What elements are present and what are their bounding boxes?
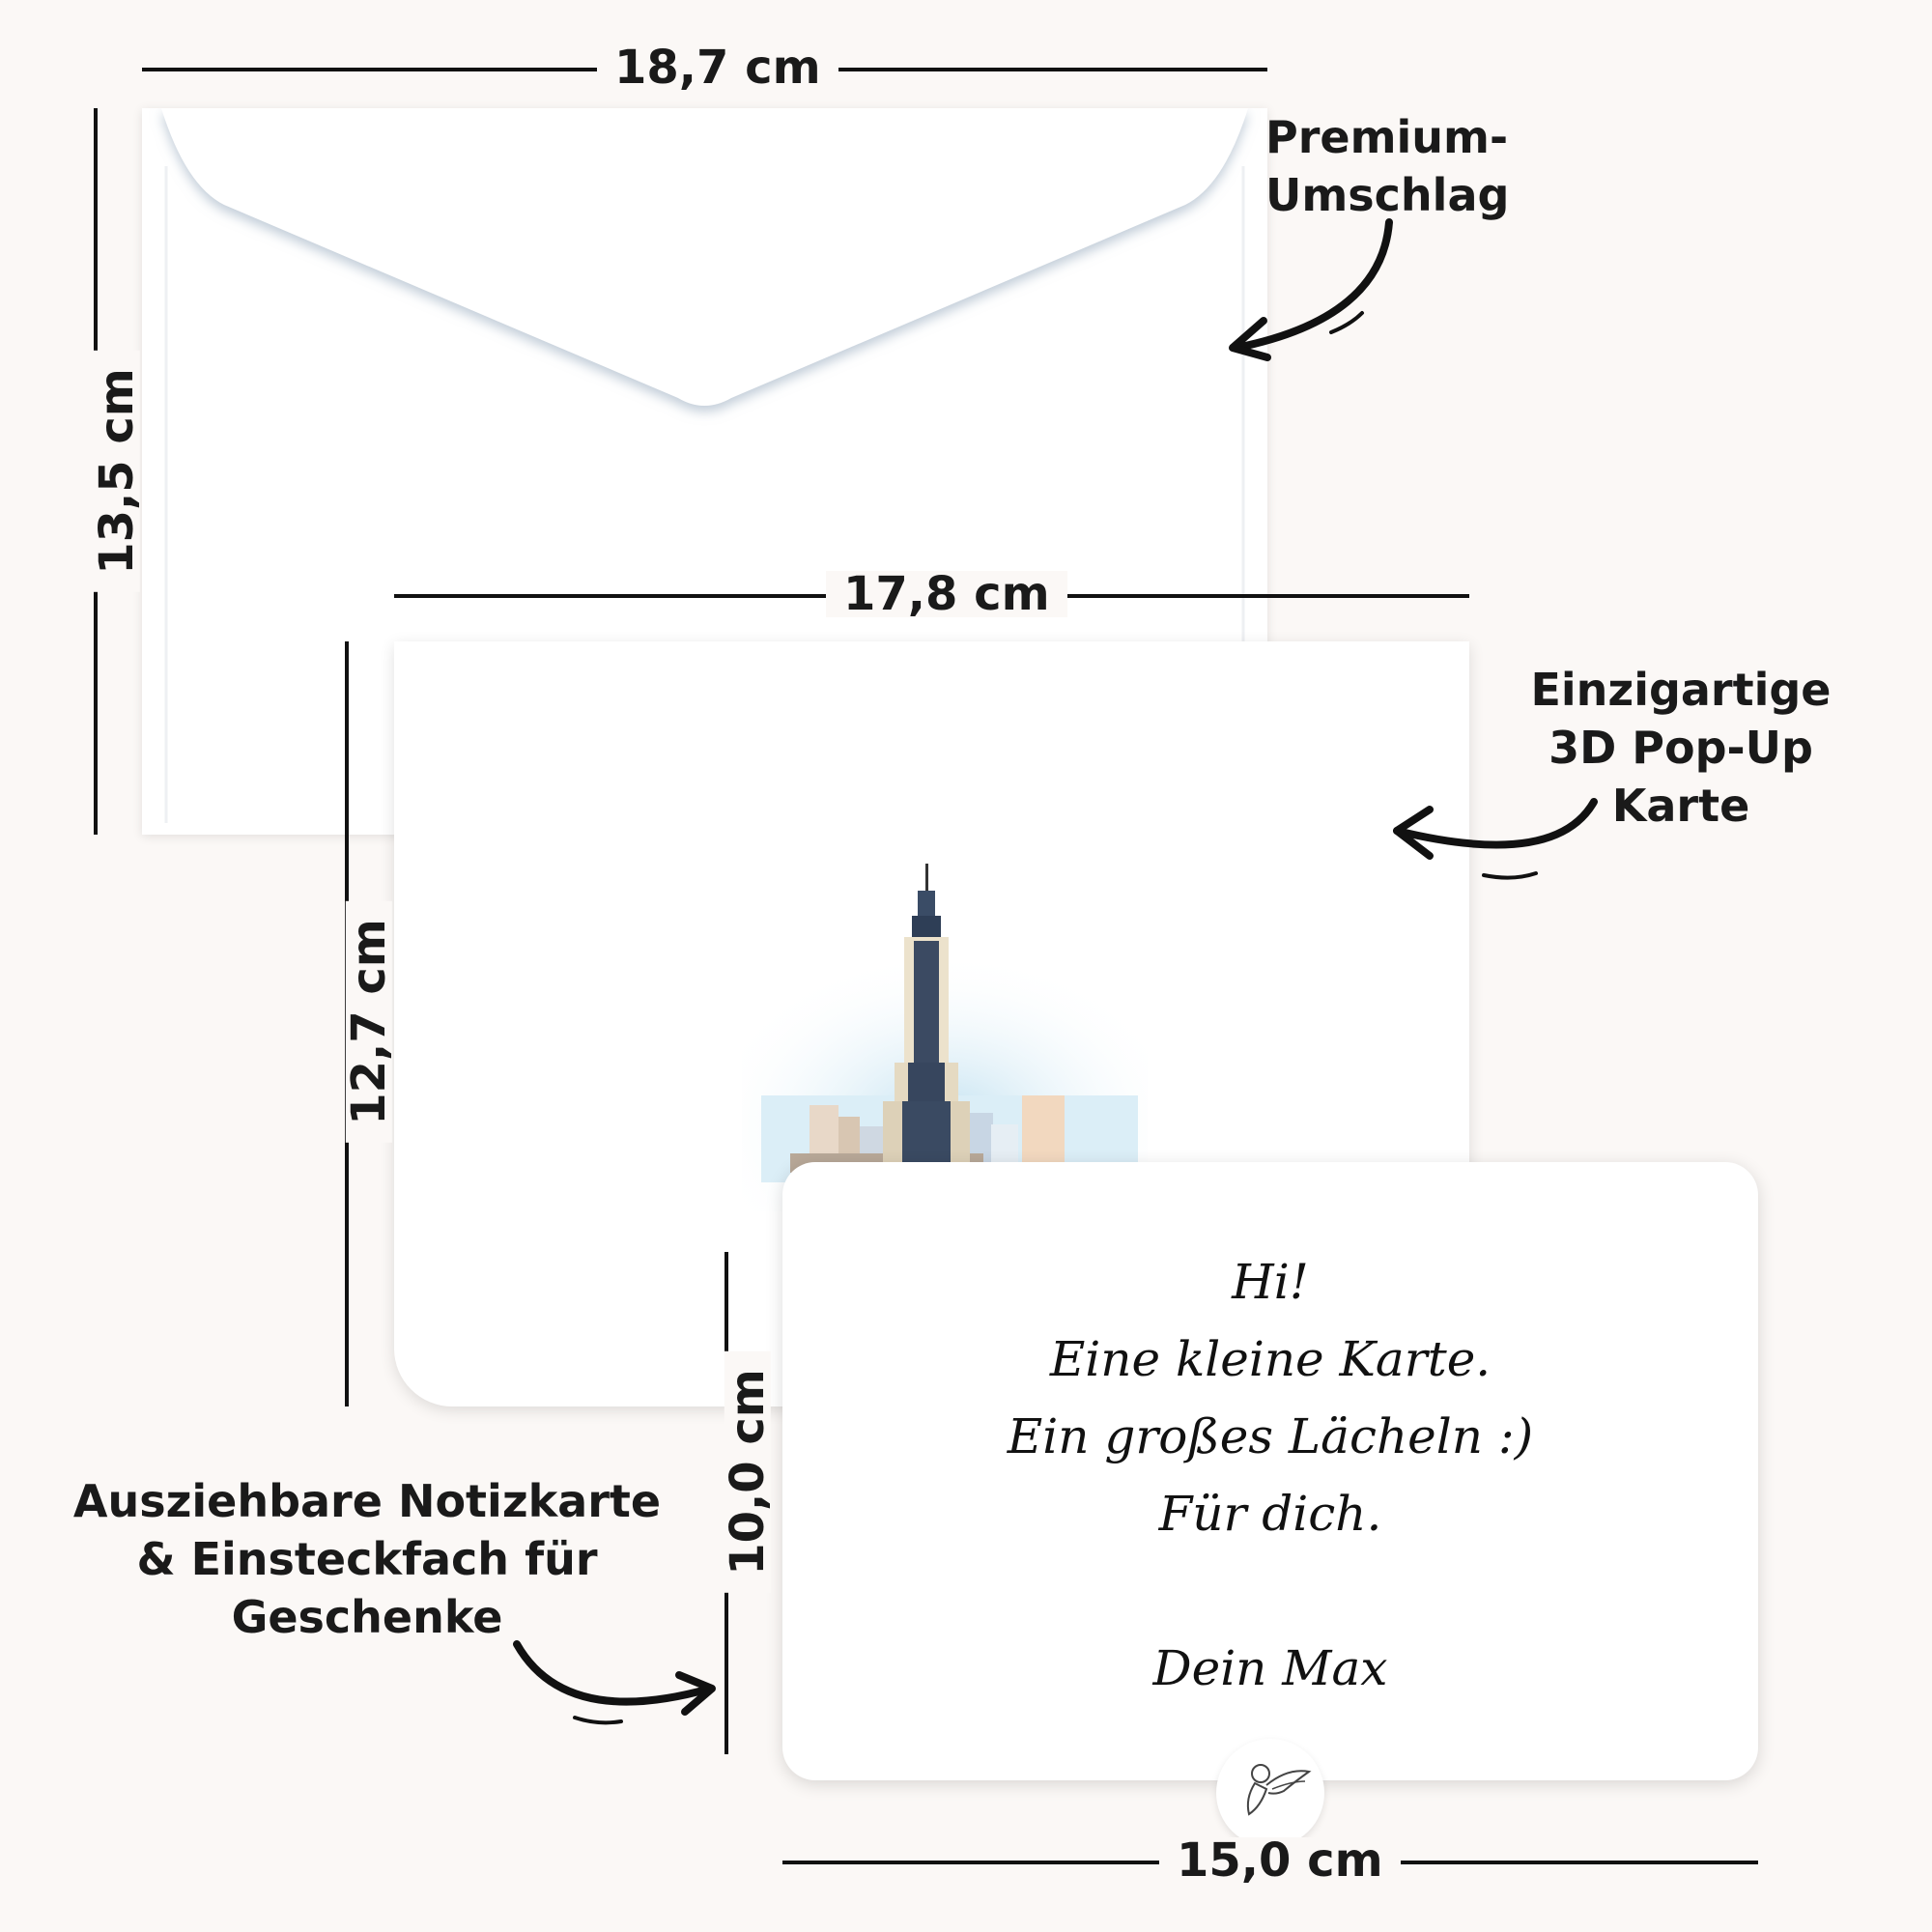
- note-width-label: 15,0 cm: [1159, 1837, 1401, 1884]
- callout-note-line-3: Geschenke: [231, 1591, 503, 1643]
- note-height-label: 10,0 cm: [721, 1351, 775, 1593]
- angel-icon: [1246, 1764, 1312, 1816]
- card-width-label: 17,8 cm: [826, 571, 1067, 617]
- callout-envelope-line-2: Umschlag: [1265, 169, 1510, 221]
- arrow-icon: [513, 1640, 716, 1725]
- note-text: Hi! Eine kleine Karte. Ein großes Lächel…: [782, 1243, 1758, 1707]
- note-line-1: Hi!: [1232, 1254, 1309, 1310]
- pull-tab[interactable]: [1216, 1739, 1324, 1847]
- note-line-2: Eine kleine Karte.: [1049, 1331, 1492, 1387]
- card-height-label: 12,7 cm: [342, 901, 396, 1143]
- callout-note-card: Ausziehbare Notizkarte & Einsteckfach fü…: [58, 1472, 676, 1646]
- callout-popup-card: Einzigartige 3D Pop-Up Karte: [1488, 661, 1874, 835]
- envelope-width-label: 18,7 cm: [597, 44, 838, 91]
- callout-note-line-2: & Einsteckfach für: [136, 1533, 598, 1585]
- callout-envelope-line-1: Premium-: [1265, 111, 1509, 163]
- callout-note-line-1: Ausziehbare Notizkarte: [72, 1475, 662, 1527]
- note-line-3: Ein großes Lächeln :): [1007, 1408, 1534, 1464]
- note-signature: Dein Max: [1152, 1640, 1388, 1696]
- callout-popup-line-3: Karte: [1611, 780, 1750, 832]
- callout-popup-line-1: Einzigartige: [1530, 664, 1832, 716]
- note-line-4: Für dich.: [1158, 1486, 1382, 1542]
- skyscraper-illustration: [742, 864, 1148, 1211]
- note-card[interactable]: Hi! Eine kleine Karte. Ein großes Lächel…: [782, 1162, 1758, 1780]
- arrow-icon: [1393, 798, 1598, 880]
- callout-envelope: Premium- Umschlag: [1265, 108, 1575, 224]
- arrow-icon: [1229, 218, 1393, 361]
- callout-popup-line-2: 3D Pop-Up: [1548, 722, 1813, 774]
- envelope-height-label: 13,5 cm: [90, 351, 144, 592]
